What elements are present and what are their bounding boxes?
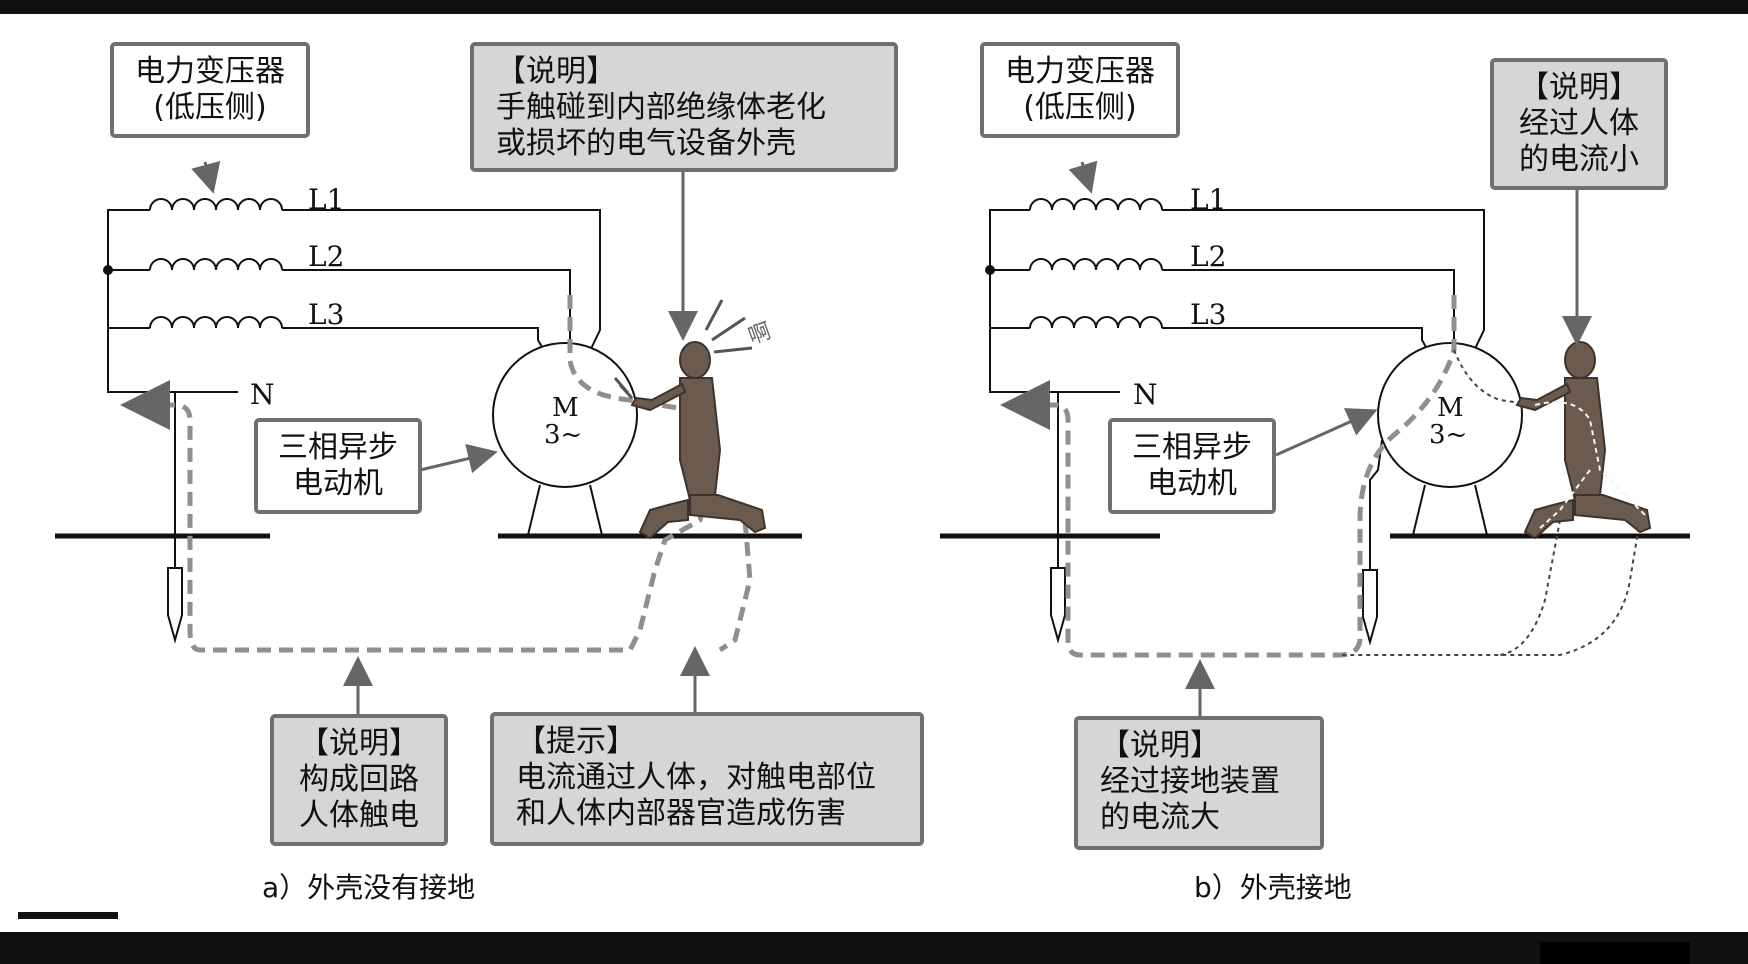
phase-l1-b: L1 bbox=[1190, 183, 1227, 216]
panel-a-circuit bbox=[107, 198, 638, 644]
note-top-a: 【说明】 手触碰到内部绝缘体老化 或损坏的电气设备外壳 bbox=[470, 42, 898, 172]
panel-a-current-path bbox=[120, 295, 753, 653]
caption-b: b）外壳接地 bbox=[1194, 871, 1352, 904]
top-border bbox=[0, 0, 1748, 14]
panel-b-ground-current-path bbox=[1000, 295, 1457, 658]
person-figure-b bbox=[1515, 341, 1652, 540]
bottom-border bbox=[0, 932, 1748, 964]
coil-l2 bbox=[149, 258, 283, 271]
coil-b-l3 bbox=[1029, 316, 1163, 329]
neutral-label-a: N bbox=[250, 378, 275, 411]
panel-b-body-current-path bbox=[1340, 349, 1641, 656]
note-top-b: 【说明】 经过人体 的电流小 bbox=[1490, 58, 1668, 190]
transformer-label-a: 电力变压器 (低压侧) bbox=[110, 42, 310, 138]
coil-b-l1 bbox=[1029, 198, 1163, 211]
phase-l3-b: L3 bbox=[1190, 298, 1227, 331]
neutral-label-b: N bbox=[1133, 378, 1158, 411]
hint-box-a: 【提示】 电流通过人体，对触电部位 和人体内部器官造成伤害 bbox=[490, 712, 924, 846]
motor-label-a: 三相异步 电动机 bbox=[254, 418, 422, 514]
motor-label-b: 三相异步 电动机 bbox=[1108, 418, 1276, 514]
phase-l2-a: L2 bbox=[308, 240, 345, 273]
motor-type-a: 3~ bbox=[544, 420, 583, 450]
coil-l1 bbox=[149, 198, 283, 211]
motor-symbol-a: M bbox=[552, 393, 579, 423]
transformer-label-b: 电力变压器 (低压侧) bbox=[980, 42, 1180, 138]
person-figure-a bbox=[630, 341, 767, 540]
motor-type-b: 3~ bbox=[1429, 420, 1468, 450]
coil-l3 bbox=[149, 316, 283, 329]
phase-l2-b: L2 bbox=[1190, 240, 1227, 273]
note-bottom-b: 【说明】 经过接地装置 的电流大 bbox=[1074, 716, 1324, 850]
panel-b-circuit bbox=[989, 198, 1523, 646]
note-bottom-left-a: 【说明】 构成回路 人体触电 bbox=[270, 714, 448, 846]
motor-symbol-b: M bbox=[1437, 393, 1464, 423]
phase-l1-a: L1 bbox=[308, 183, 345, 216]
phase-l3-a: L3 bbox=[308, 298, 345, 331]
caption-a: a）外壳没有接地 bbox=[262, 871, 476, 904]
coil-b-l2 bbox=[1029, 258, 1163, 271]
